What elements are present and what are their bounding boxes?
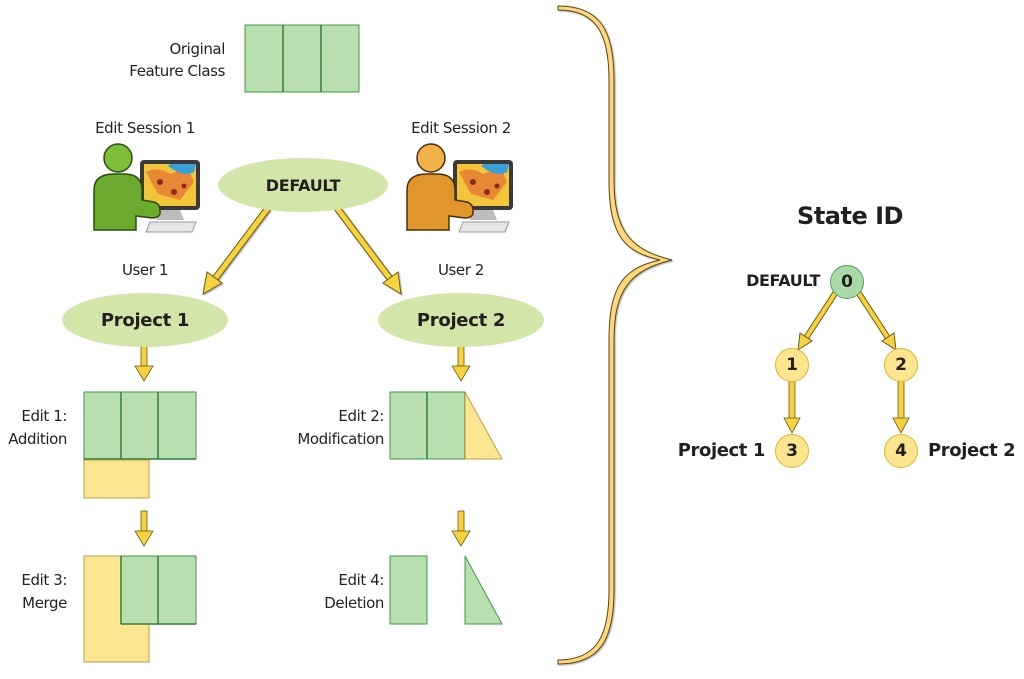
state-project1-label: Project 1 [677,440,766,461]
project1-version-ellipse: Project 1 [62,293,228,347]
state-default-label: DEFAULT [746,271,820,290]
state-node-0-label: 0 [841,272,853,292]
state-node-2: 2 [884,348,918,382]
state-id-title: State ID [797,202,903,230]
arrow-edit2-to-edit4 [451,510,471,547]
edit4-deletion-shape [389,555,503,625]
edit-session-2-title: Edit Session 2 [411,119,511,137]
default-version-label: DEFAULT [265,175,341,195]
state-node-1-label: 1 [786,355,798,375]
project2-version-label: Project 2 [416,309,506,331]
state-node-3: 3 [775,434,809,468]
arrow-default-to-project2 [334,205,402,295]
state-arrow-0-to-1 [797,290,839,351]
edit2-modification-shape [389,391,503,460]
state-node-0: 0 [830,265,864,299]
edit3-merge-shape [83,555,197,663]
edit3-label-line1: Edit 3: [21,571,67,589]
original-label-line1: Original [169,40,226,58]
arrow-default-to-project1 [202,205,271,295]
original-feature-class-shape [244,24,360,93]
user1-computer-icon [93,143,200,233]
state-arrow-1-to-3 [783,380,801,434]
state-node-2-label: 2 [895,355,907,375]
edit1-label-line2: Addition [8,430,67,448]
curly-brace [557,5,673,665]
arrow-project2-to-edit2 [451,345,471,382]
state-arrow-2-to-4 [892,380,910,434]
edit1-label-line1: Edit 1: [21,407,67,425]
original-label-line2: Feature Class [129,62,225,80]
state-node-4: 4 [884,434,918,468]
edit2-label-line1: Edit 2: [338,407,384,425]
arrow-project1-to-edit1 [134,345,154,382]
edit-session-1-title: Edit Session 1 [95,119,195,137]
state-node-4-label: 4 [895,441,907,461]
user-1-label: User 1 [121,261,169,279]
default-version-ellipse: DEFAULT [218,158,388,212]
state-project2-label: Project 2 [928,440,1016,461]
edit4-label-line2: Deletion [324,594,384,612]
state-node-1: 1 [775,348,809,382]
edit4-label-line1: Edit 4: [338,571,384,589]
edit3-label-line2: Merge [22,594,67,612]
user2-computer-icon [406,143,513,233]
edit1-addition-shape [83,391,197,499]
state-node-3-label: 3 [786,441,798,461]
arrow-edit1-to-edit3 [134,510,154,547]
project1-version-label: Project 1 [100,309,190,331]
edit2-label-line2: Modification [297,430,384,448]
project2-version-ellipse: Project 2 [378,293,544,347]
user-2-label: User 2 [437,261,485,279]
state-arrow-0-to-2 [855,290,897,351]
